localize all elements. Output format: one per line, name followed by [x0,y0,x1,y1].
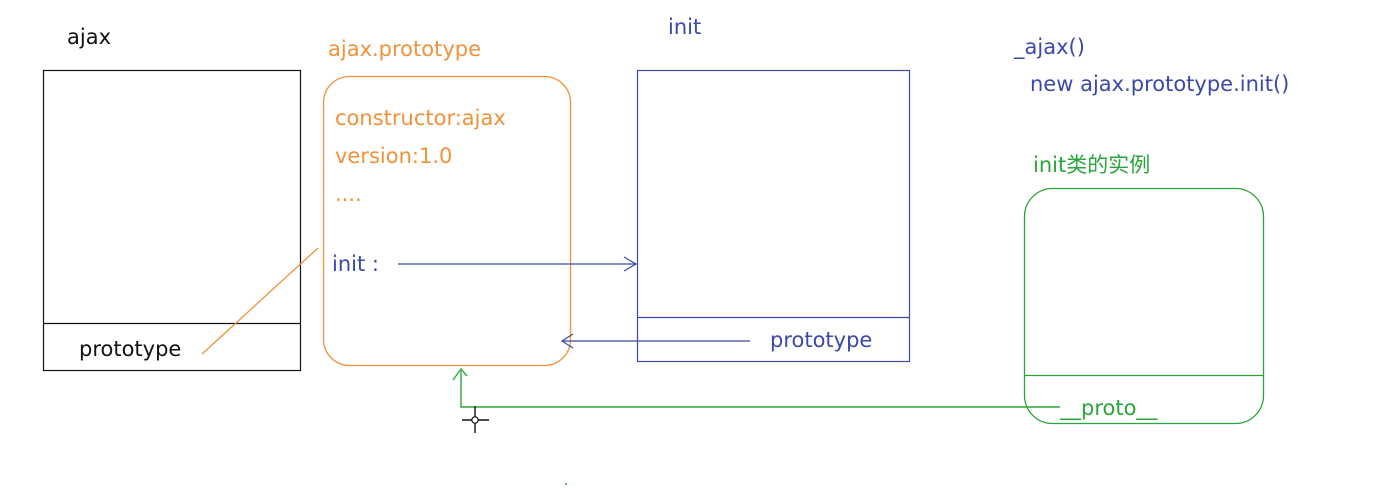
proto-link-arrow-head [452,367,468,381]
ajax-title: ajax [67,25,111,49]
ajax-prototype-box [322,75,572,367]
init-reference-arrow-head [623,256,638,272]
new-init-expression: new ajax.prototype.init() [1030,72,1290,96]
ajax-prototype-slot: prototype [79,337,182,361]
crosshair-cursor-icon [462,406,489,433]
instance-title: init类的实例 [1033,153,1151,177]
version-property: version:1.0 [335,144,453,168]
more-properties-ellipsis: .... [335,182,362,206]
stray-dot [565,483,567,485]
instance-proto-slot: __proto__ [1060,396,1158,420]
init-box [636,69,911,363]
prototype-to-ajax-prototype-link [201,247,319,355]
init-prototype-arrow-head [560,333,574,349]
ajax-prototype-title: ajax.prototype [328,37,482,61]
init-title: init [668,15,702,39]
ajax-call-label: _ajax() [1014,35,1085,59]
instance-box [1023,187,1265,425]
init-property: init : [332,252,379,276]
proto-link-line [460,371,1060,408]
constructor-property: constructor:ajax [335,106,506,130]
init-prototype-slot: prototype [770,328,873,352]
ajax-box [42,69,302,372]
